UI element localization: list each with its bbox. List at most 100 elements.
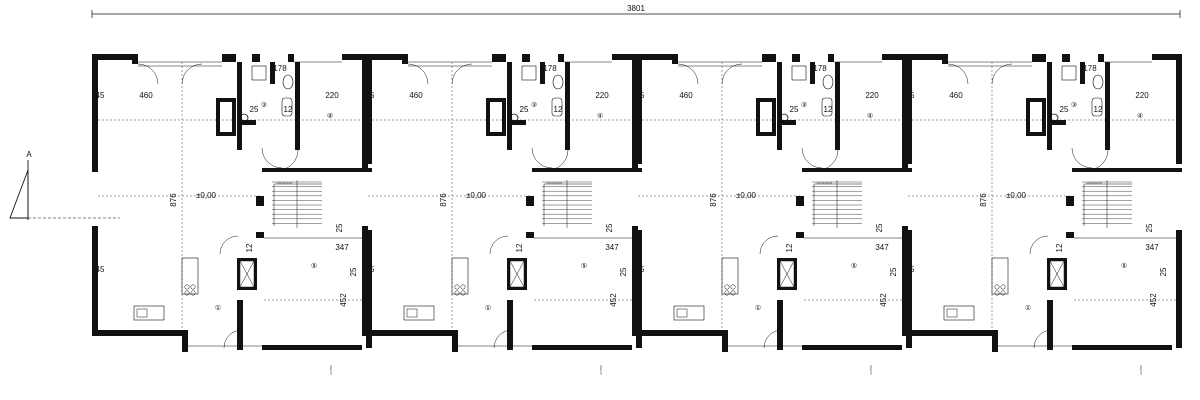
burner-icon-4 — [460, 290, 466, 296]
door-swing-6 — [223, 329, 243, 349]
dim-347: 347 — [605, 243, 619, 252]
dim-12-stair: 12 — [785, 243, 794, 252]
door-swing-3 — [531, 147, 553, 169]
stair-arrow — [1083, 183, 1132, 226]
overall-dimension-label: 3801 — [627, 4, 645, 13]
sink-bowl-icon — [946, 308, 958, 318]
dim-25-right: 25 — [1159, 267, 1168, 276]
room-number-3: ③ — [261, 101, 267, 109]
dim-25-stair: 25 — [875, 223, 884, 232]
room-number-4: ④ — [867, 112, 873, 120]
stair-note: 10x18,6x28 — [816, 181, 832, 185]
dim-460: 460 — [409, 91, 423, 100]
dim-347: 347 — [1145, 243, 1159, 252]
drain-icon — [509, 113, 519, 123]
dim-178: 178 — [543, 64, 557, 73]
door-swing-5 — [1029, 235, 1049, 255]
dim-45-lower: 45 — [636, 265, 645, 274]
corridor-wall — [1072, 168, 1182, 172]
dim-452: 452 — [339, 293, 348, 307]
rear-wall-right — [1072, 345, 1172, 350]
room-number-4: ④ — [1137, 112, 1143, 120]
dim-876: 876 — [169, 193, 178, 207]
bath-partition-2 — [270, 62, 275, 84]
burner-icon-2 — [1000, 284, 1006, 290]
dim-45-upper: 45 — [366, 91, 375, 100]
sink-icon — [943, 305, 975, 321]
burner-icon — [454, 284, 460, 290]
rear-wall-step2 — [1047, 300, 1053, 350]
burner-icon — [184, 284, 190, 290]
door-swing-3 — [801, 147, 823, 169]
dim-12-stair: 12 — [1055, 243, 1064, 252]
bath-partition — [777, 62, 782, 150]
bath-partition-4 — [1052, 120, 1066, 125]
bath-partition — [237, 62, 242, 150]
stair-wall-pier2 — [1066, 232, 1074, 238]
wall-pier — [132, 54, 138, 64]
dim-452: 452 — [1149, 293, 1158, 307]
stair-wall-pier — [526, 196, 534, 206]
dim-220: 220 — [865, 91, 879, 100]
dim-178: 178 — [813, 64, 827, 73]
door-swing-2 — [991, 63, 1013, 85]
door-swing-5 — [219, 235, 239, 255]
party-wall-upper — [366, 54, 372, 164]
dim-876: 876 — [979, 193, 988, 207]
outer-wall-left — [92, 54, 98, 172]
sink-bowl-icon — [676, 308, 688, 318]
section-marker-label: A — [26, 150, 32, 159]
door-swing-4 — [547, 149, 569, 171]
door-swing-5 — [759, 235, 779, 255]
dim-452: 452 — [879, 293, 888, 307]
dim-347: 347 — [335, 243, 349, 252]
fridge-cross-2 — [779, 260, 795, 288]
door-swing-4 — [1087, 149, 1109, 171]
outer-wall-left-lower — [362, 226, 368, 336]
door-swing — [677, 63, 699, 85]
front-wall-mid3 — [558, 54, 564, 62]
party-wall-lower — [906, 230, 912, 348]
dim-25-stair: 25 — [335, 223, 344, 232]
dim-452: 452 — [609, 293, 618, 307]
drain-icon — [1049, 113, 1059, 123]
front-wall-mid — [1032, 54, 1046, 62]
height-note: 217/50 — [329, 365, 333, 375]
party-wall-lower — [1176, 230, 1182, 348]
stair-wall-pier — [256, 196, 264, 206]
front-wall-mid — [762, 54, 776, 62]
toilet-icon — [552, 74, 564, 90]
burner-icon-3 — [724, 290, 730, 296]
rear-wall-left — [92, 330, 182, 336]
dim-25-right: 25 — [889, 267, 898, 276]
burner-icon-3 — [454, 290, 460, 296]
dim-12: 12 — [554, 105, 563, 114]
burner-icon-4 — [730, 290, 736, 296]
dim-25: 25 — [520, 105, 529, 114]
dim-25: 25 — [250, 105, 259, 114]
front-wall-right — [612, 54, 642, 60]
dim-347: 347 — [875, 243, 889, 252]
bath-partition-4 — [242, 120, 256, 125]
toilet-icon — [282, 74, 294, 90]
counter-icon — [721, 257, 739, 295]
dim-12-stair: 12 — [515, 243, 524, 252]
sink-icon — [133, 305, 165, 321]
dim-25: 25 — [1060, 105, 1069, 114]
dim-12: 12 — [284, 105, 293, 114]
sink-icon — [403, 305, 435, 321]
rear-wall-step — [992, 330, 998, 352]
front-wall-left — [632, 54, 672, 60]
sink-bowl-icon — [136, 308, 148, 318]
bath-partition-3 — [295, 62, 300, 150]
wall-pier — [402, 54, 408, 64]
rear-wall-right — [532, 345, 632, 350]
bath-partition-3 — [565, 62, 570, 150]
room-number-1: ① — [755, 304, 761, 312]
front-wall-right — [342, 54, 372, 60]
section-marker: A — [9, 150, 120, 220]
bath-partition-2 — [1080, 62, 1085, 84]
rear-wall-step2 — [507, 300, 513, 350]
